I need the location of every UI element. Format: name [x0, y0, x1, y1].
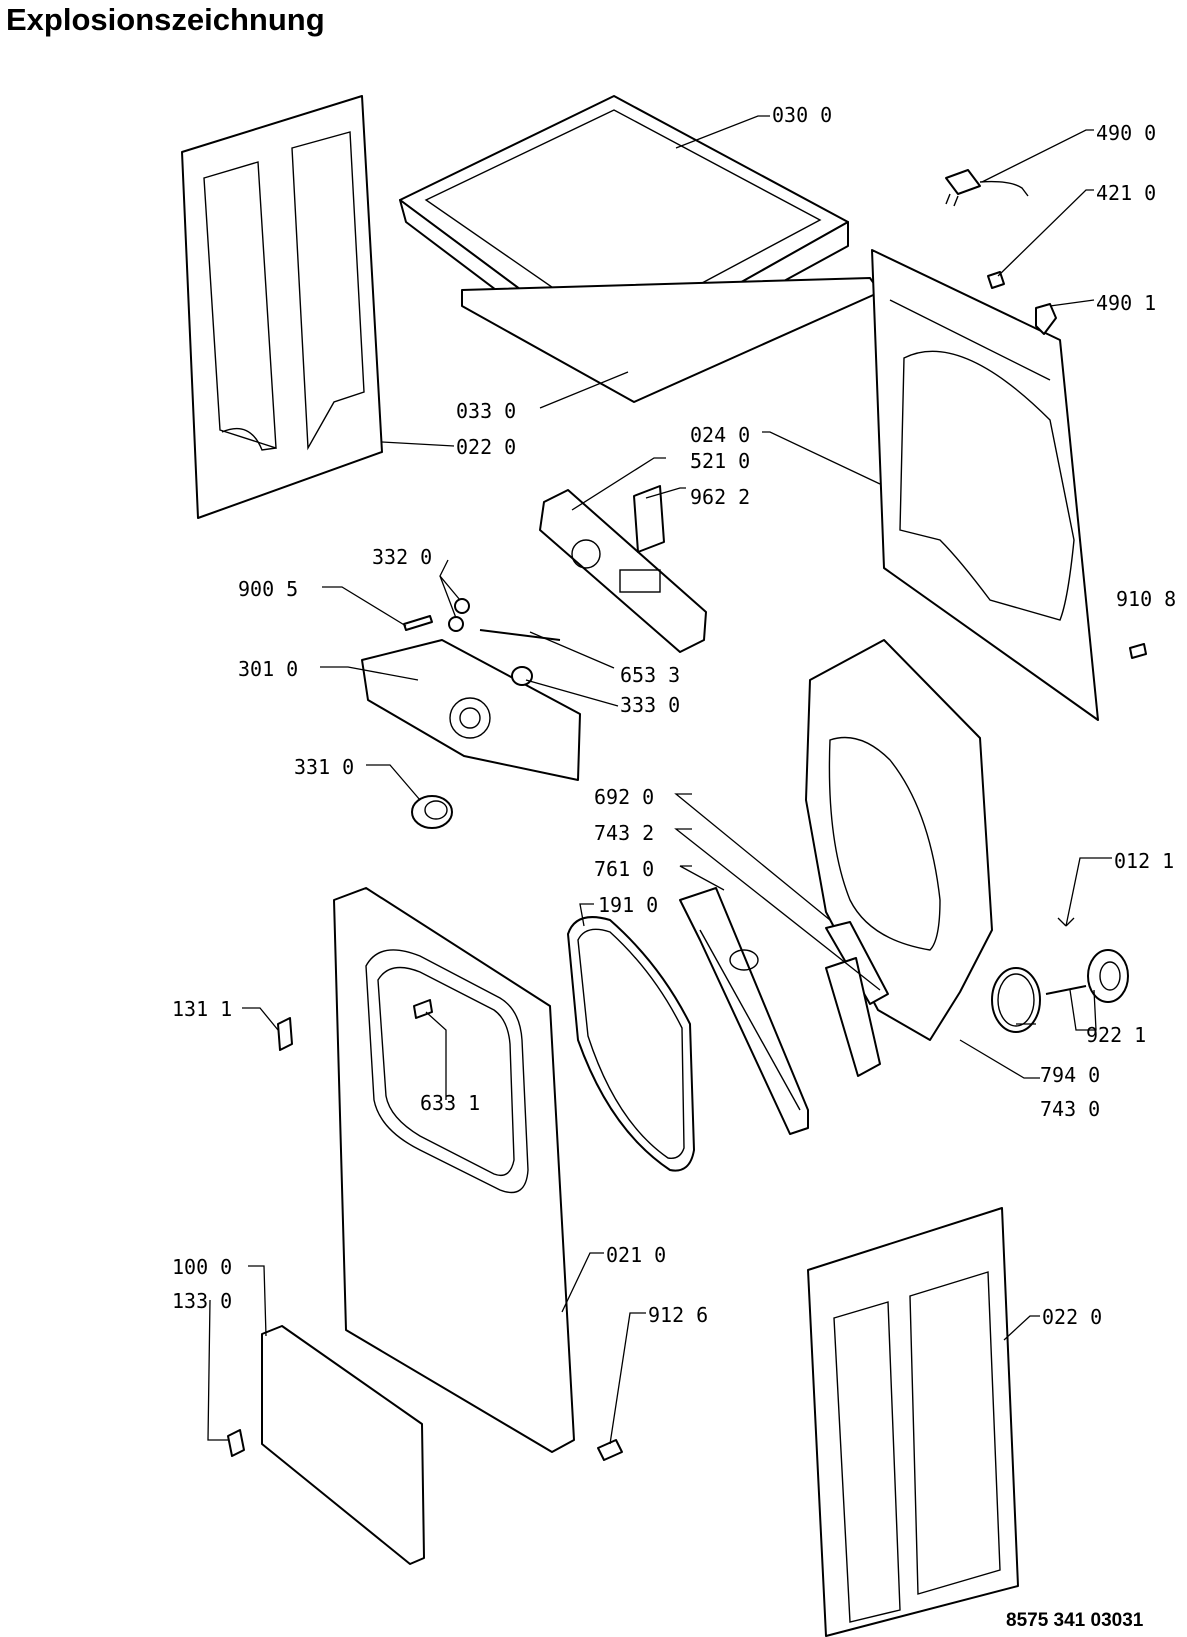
kick-panel-clip: [227, 1429, 245, 1457]
part-labels: 030 0 490 0 421 0 490 1 033 0 022 0 024 …: [172, 103, 1176, 1329]
screw-910-8: [1129, 643, 1147, 659]
button-strip: [479, 629, 561, 641]
label-900-5: 900 5: [238, 577, 298, 601]
label-sticker: [633, 485, 665, 553]
label-761-0: 761 0: [594, 857, 654, 881]
label-024-0: 024 0: [690, 423, 750, 447]
power-cord: [945, 169, 1029, 207]
label-743-2: 743 2: [594, 821, 654, 845]
knob: [411, 795, 453, 829]
label-421-0: 421 0: [1096, 181, 1156, 205]
lint-filter: [679, 887, 809, 1135]
label-333-0: 333 0: [620, 693, 680, 717]
rear-panel: [871, 249, 1099, 721]
label-133-0: 133 0: [172, 1289, 232, 1313]
belt-ring: [991, 967, 1041, 1033]
door-catch: [277, 1017, 293, 1051]
label-012-1: 012 1: [1114, 849, 1174, 873]
page-title: Explosionszeichnung: [6, 2, 325, 37]
program-knob: [511, 666, 533, 686]
control-panel: [361, 639, 581, 781]
label-131-1: 131 1: [172, 997, 232, 1021]
label-033-0: 033 0: [456, 399, 516, 423]
label-922-1: 922 1: [1086, 1023, 1146, 1047]
inner-cover-plate: [461, 277, 881, 403]
cord-clamp: [1035, 303, 1057, 335]
label-692-0: 692 0: [594, 785, 654, 809]
label-022-0-top: 022 0: [456, 435, 516, 459]
label-490-1: 490 1: [1096, 291, 1156, 315]
indicator-lens: [448, 598, 470, 632]
label-030-0: 030 0: [772, 103, 832, 127]
label-022-0-bottom: 022 0: [1042, 1305, 1102, 1329]
front-panel: [333, 887, 575, 1453]
side-panel-right: [807, 1207, 1019, 1637]
label-490-0: 490 0: [1096, 121, 1156, 145]
label-191-0: 191 0: [598, 893, 658, 917]
label-743-0: 743 0: [1040, 1097, 1100, 1121]
label-331-0: 331 0: [294, 755, 354, 779]
label-332-0: 332 0: [372, 545, 432, 569]
pulley: [1045, 949, 1129, 1003]
side-panel-left: [181, 95, 383, 519]
control-board: [539, 489, 707, 653]
label-521-0: 521 0: [690, 449, 750, 473]
filter-plate: [825, 957, 881, 1077]
leader-lines: [207, 115, 1112, 1445]
door-gasket: [567, 916, 695, 1172]
label-633-1: 633 1: [420, 1091, 480, 1115]
label-794-0: 794 0: [1040, 1063, 1100, 1087]
label-021-0: 021 0: [606, 1243, 666, 1267]
connector-block: [987, 271, 1005, 289]
label-910-8: 910 8: [1116, 587, 1176, 611]
document-number: 8575 341 03031: [1006, 1610, 1144, 1631]
kick-panel: [261, 1325, 425, 1565]
label-301-0: 301 0: [238, 657, 298, 681]
label-653-3: 653 3: [620, 663, 680, 687]
label-962-2: 962 2: [690, 485, 750, 509]
label-912-6: 912 6: [648, 1303, 708, 1327]
label-100-0: 100 0: [172, 1255, 232, 1279]
light-guide: [403, 615, 433, 631]
